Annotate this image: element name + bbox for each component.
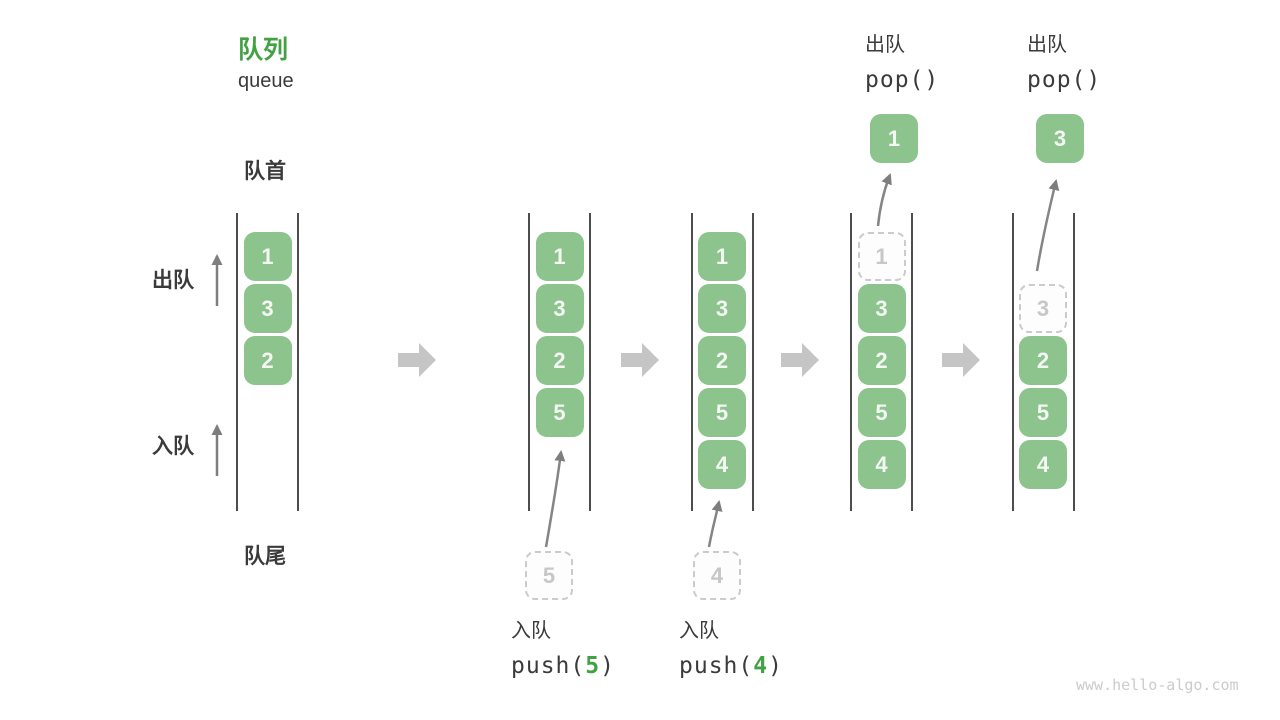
queue-wall-left — [1011, 213, 1014, 511]
queue-wall-left — [690, 213, 693, 511]
op-push-4: 入队 push(4) — [679, 618, 783, 680]
pop-3-arrow-icon — [1035, 179, 1060, 272]
queue-wall-right — [589, 213, 591, 511]
op-pop-3: 出队 pop() — [1027, 32, 1101, 94]
pop-1-arrow-icon — [876, 173, 892, 227]
step-arrow-icon — [781, 343, 819, 377]
queue-item-filled: 2 — [698, 336, 746, 385]
op-pop-1-code: pop() — [865, 67, 940, 93]
op-push-5: 入队 push(5) — [511, 618, 615, 680]
op-push-5-label: 入队 — [511, 620, 551, 642]
queue-item-filled: 2 — [1019, 336, 1067, 385]
op-pop-3-code: pop() — [1027, 67, 1102, 93]
queue-item-filled: 3 — [535, 284, 584, 333]
step-arrow-icon — [621, 343, 659, 377]
queue-item-filled: 1 — [243, 232, 292, 281]
queue-item-filled: 4 — [857, 440, 906, 489]
queue-wall-left — [236, 213, 238, 511]
op-push-4-label: 入队 — [679, 620, 719, 642]
step-arrow-icon — [942, 343, 980, 377]
op-pop-3-label: 出队 — [1027, 34, 1067, 56]
queue-item-filled: 5 — [1019, 388, 1067, 437]
queue-item-filled: 1 — [698, 232, 746, 281]
queue-item-filled: 2 — [857, 336, 906, 385]
popped-1-box: 1 — [870, 114, 918, 163]
queue-wall-left — [850, 213, 852, 511]
op-push-4-code: push(4) — [679, 653, 783, 679]
queue-item-filled: 2 — [243, 336, 292, 385]
op-pop-1-label: 出队 — [865, 34, 905, 56]
push-4-arrow-icon — [707, 500, 723, 548]
label-queue-front: 队首 — [244, 160, 286, 183]
op-push-4-arg: 4 — [753, 653, 769, 679]
queue-item-filled: 4 — [698, 440, 746, 489]
queue-wall-right — [1072, 213, 1075, 511]
label-enqueue-left: 入队 — [152, 435, 194, 458]
step-arrow-icon — [398, 343, 436, 377]
queue-wall-right — [911, 213, 913, 511]
queue-item-filled: 1 — [535, 232, 584, 281]
queue-wall-right — [297, 213, 299, 511]
queue-item-filled: 3 — [698, 284, 746, 333]
op-push-5-arg: 5 — [585, 653, 601, 679]
figure-title: 队列 — [238, 36, 289, 64]
queue-wall-left — [528, 213, 530, 511]
queue-item-filled: 3 — [243, 284, 292, 333]
label-dequeue-left: 出队 — [152, 269, 194, 292]
queue-item-filled: 5 — [857, 388, 906, 437]
queue-item-dashed: 1 — [857, 232, 906, 281]
staged-push-5-box: 5 — [525, 551, 573, 600]
queue-wall-right — [751, 213, 754, 511]
popped-3-box: 3 — [1036, 114, 1084, 163]
staged-push-4-box: 4 — [693, 551, 741, 600]
queue-item-dashed: 3 — [1019, 284, 1067, 333]
queue-item-filled: 5 — [698, 388, 746, 437]
op-pop-1: 出队 pop() — [865, 32, 939, 94]
watermark: www.hello-algo.com — [1076, 676, 1239, 694]
queue-item-filled: 4 — [1019, 440, 1067, 489]
label-queue-rear: 队尾 — [244, 545, 286, 568]
queue-item-filled: 2 — [535, 336, 584, 385]
queue-item-filled: 3 — [857, 284, 906, 333]
queue-item-filled: 5 — [535, 388, 584, 437]
op-push-5-code: push(5) — [511, 653, 615, 679]
figure-subtitle: queue — [238, 70, 294, 92]
push-5-arrow-icon — [544, 450, 566, 548]
